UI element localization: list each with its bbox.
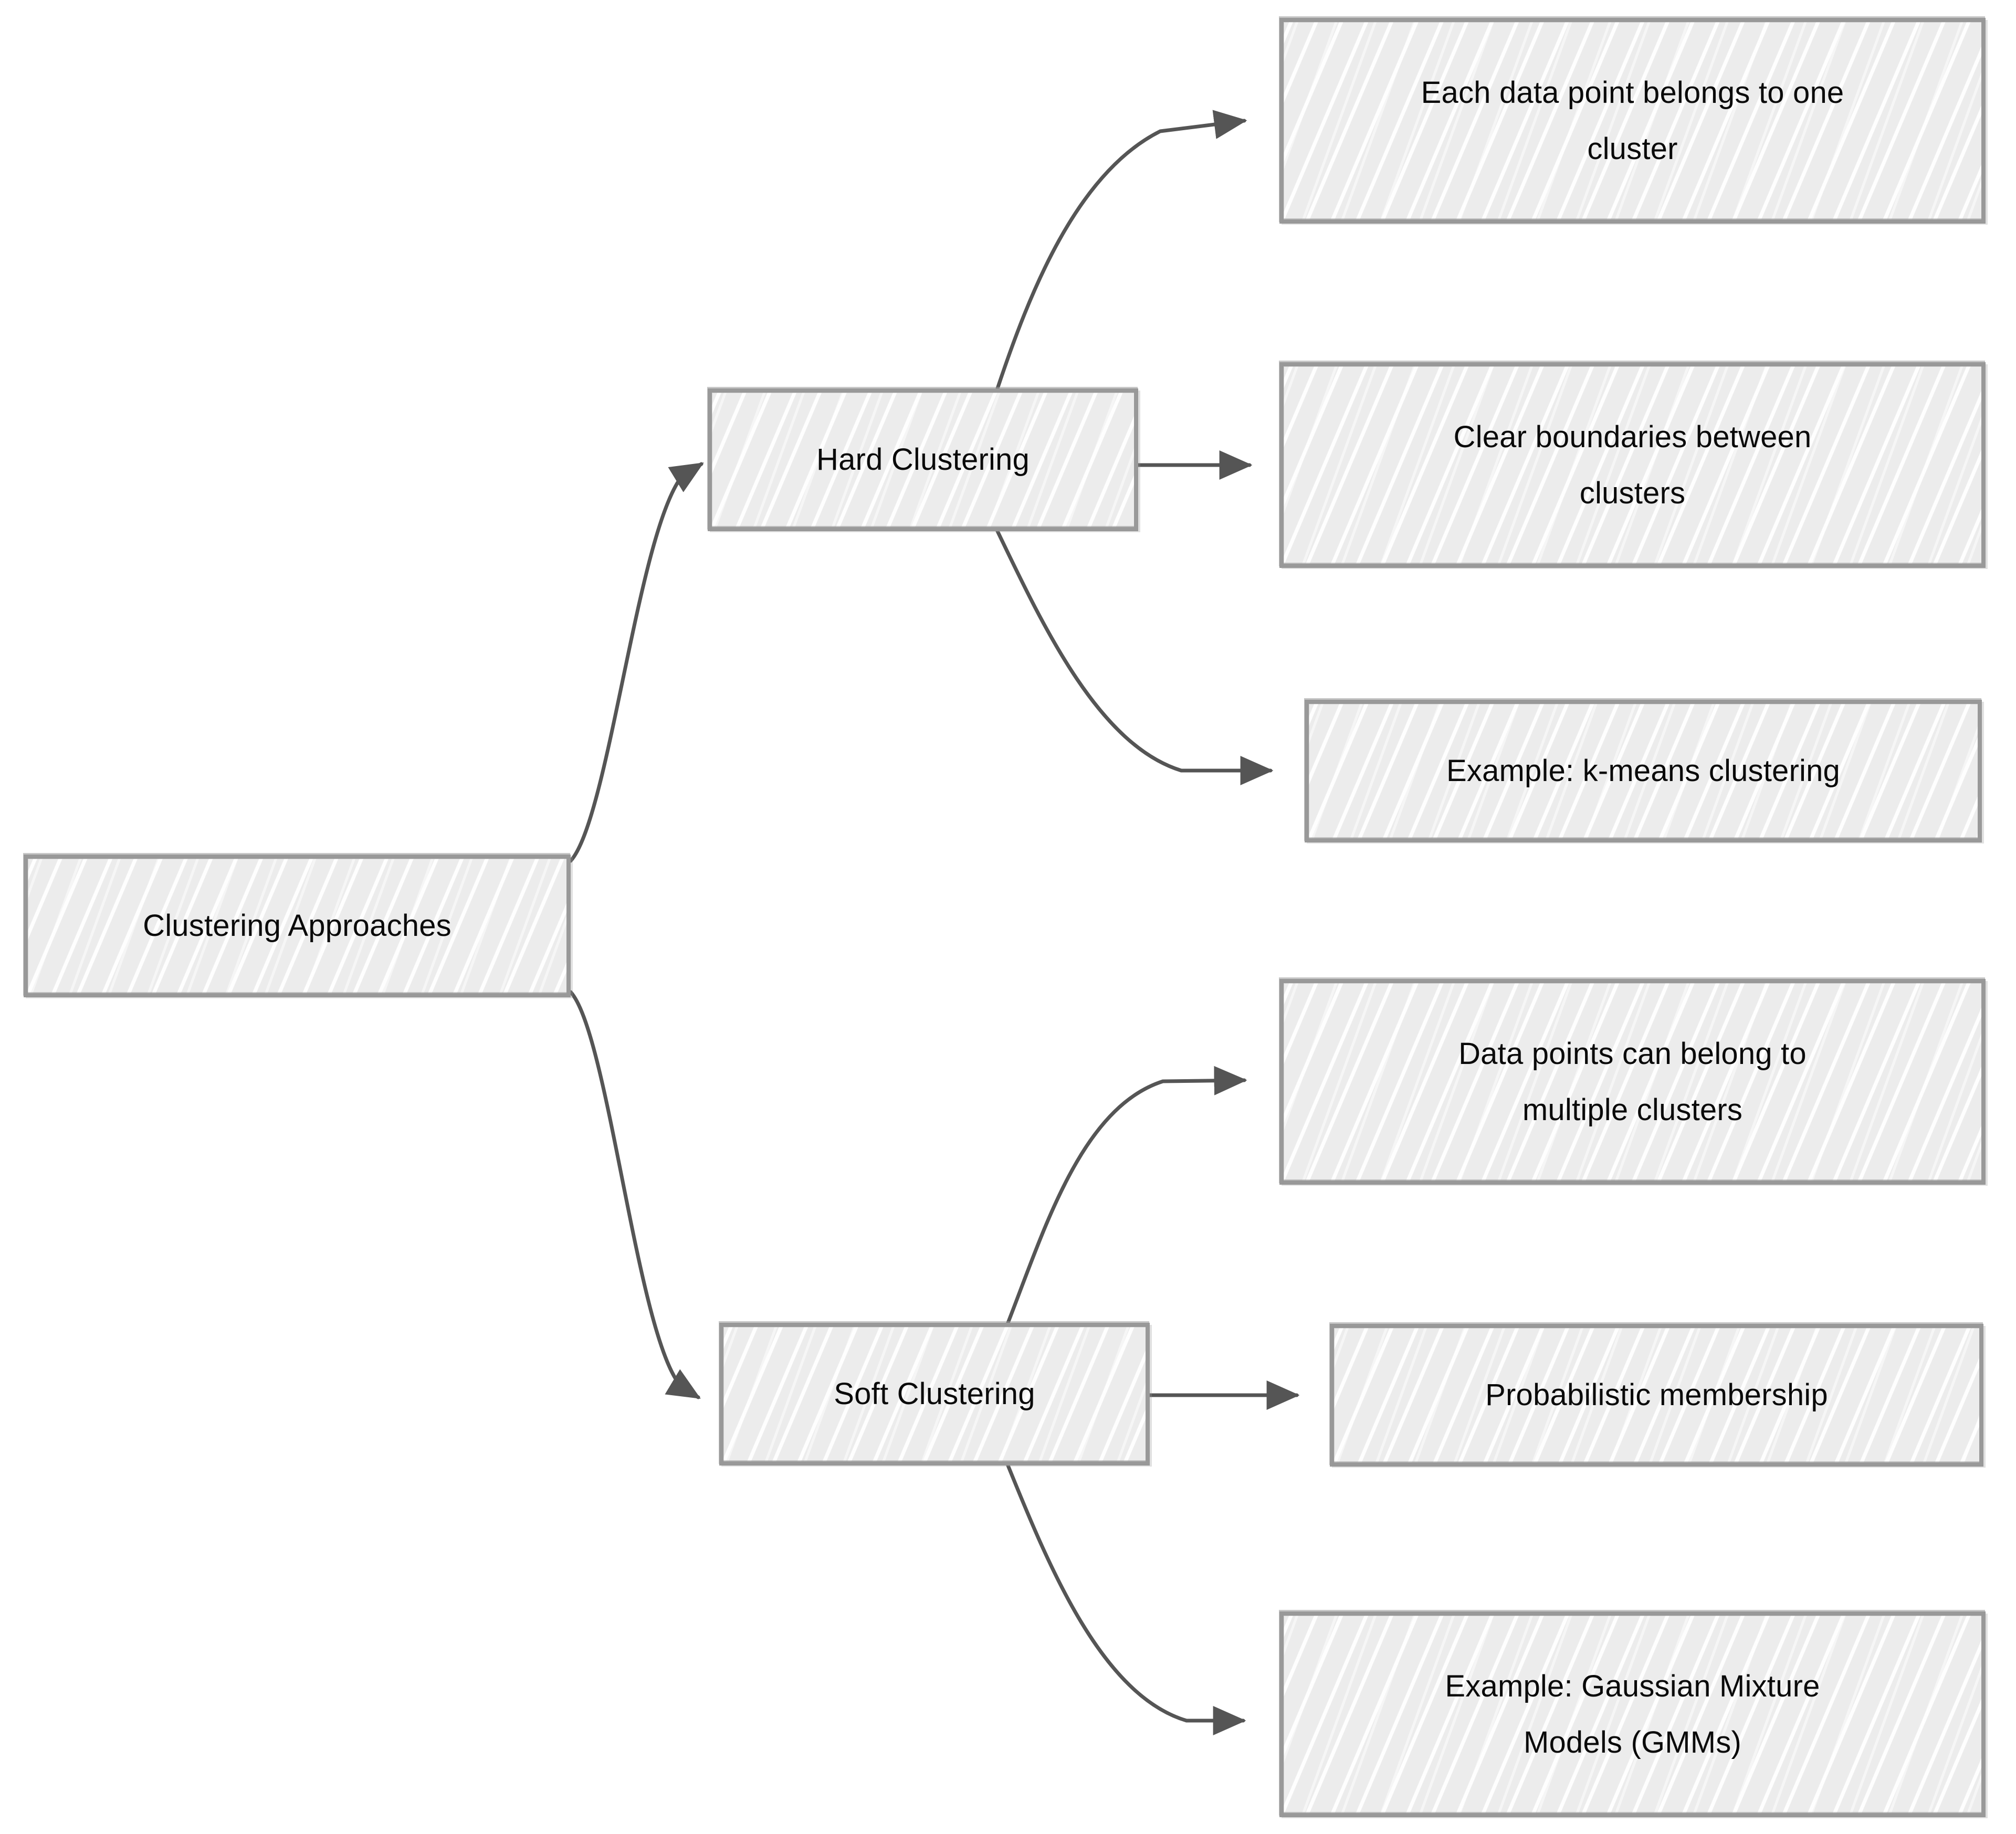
edge-hard-to-hard-3 — [995, 529, 1274, 785]
node-hard-clustering[interactable]: Hard Clustering — [708, 388, 1140, 532]
edge-root-to-soft — [569, 990, 701, 1399]
node-clustering-approaches[interactable]: Clustering Approaches — [24, 855, 573, 998]
node-example-gaussian-mixture-models[interactable]: Example: Gaussian Mixture Models (GMMs) — [1279, 1611, 1988, 1818]
node-label: Clustering Approaches — [143, 909, 452, 943]
node-label: Example: k-means clustering — [1446, 754, 1841, 788]
edge-root-to-hard — [569, 462, 704, 863]
node-label: Each data point belongs to one cluster — [1421, 75, 1844, 166]
node-label: Data points can belong to multiple clust… — [1458, 1036, 1807, 1127]
edge-soft-to-soft-1 — [1006, 1066, 1247, 1325]
node-clear-boundaries-between-clusters[interactable]: Clear boundaries between clusters — [1279, 362, 1988, 569]
edge-soft-to-soft-3 — [1006, 1463, 1246, 1735]
node-data-points-can-belong-to-multiple-clusters[interactable]: Data points can belong to multiple clust… — [1279, 979, 1988, 1186]
node-label: Soft Clustering — [834, 1377, 1035, 1411]
edge-hard-to-hard-1 — [995, 110, 1247, 391]
node-label: Hard Clustering — [816, 442, 1030, 477]
node-label: Clear boundaries between clusters — [1453, 419, 1812, 510]
node-soft-clustering[interactable]: Soft Clustering — [719, 1323, 1152, 1467]
node-label: Example: Gaussian Mixture Models (GMMs) — [1445, 1669, 1820, 1759]
node-probabilistic-membership[interactable]: Probabilistic membership — [1330, 1324, 1986, 1468]
node-each-data-point-belongs-to-one-cluster[interactable]: Each data point belongs to one cluster — [1279, 18, 1988, 225]
node-example-k-means-clustering[interactable]: Example: k-means clustering — [1305, 700, 1984, 844]
node-label: Probabilistic membership — [1485, 1378, 1828, 1413]
